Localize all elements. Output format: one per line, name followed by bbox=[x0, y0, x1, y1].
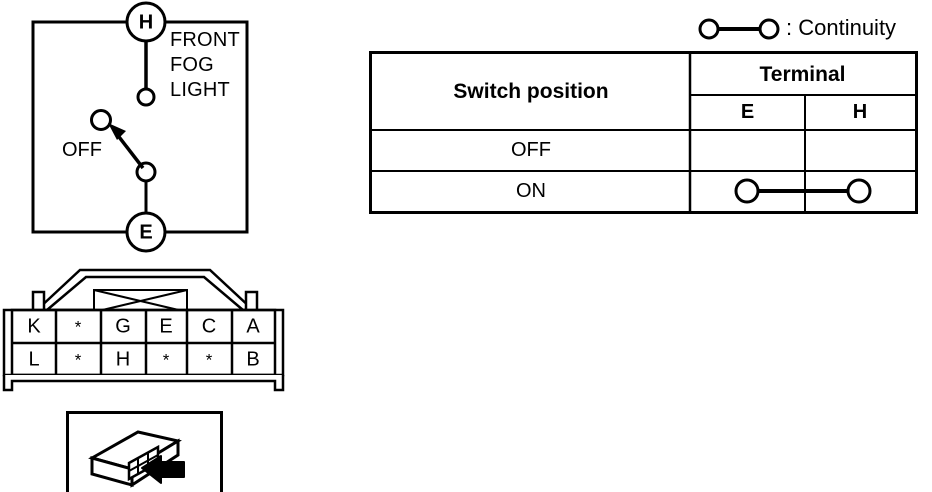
pin-label: L bbox=[28, 348, 39, 370]
pin-label: * bbox=[163, 350, 170, 369]
pin-label: * bbox=[75, 317, 82, 336]
continuity-symbol bbox=[698, 18, 780, 40]
device-label-line-2: FOG bbox=[170, 54, 214, 76]
switch-lever-arrow bbox=[108, 123, 145, 170]
h-contact-point bbox=[136, 87, 156, 107]
pin-label: C bbox=[202, 315, 216, 337]
pin-label: * bbox=[206, 350, 213, 369]
continuity-table: Switch position Terminal E H OFF ON bbox=[369, 51, 918, 214]
table-row-label-off: OFF bbox=[511, 139, 551, 161]
pin-label: G bbox=[115, 315, 131, 337]
pin-label: B bbox=[246, 348, 259, 370]
connector-pin-layout: K * G E C A L * H * * B bbox=[0, 262, 300, 397]
off-position-label: OFF bbox=[62, 139, 102, 161]
terminal-e-label: E bbox=[139, 221, 152, 243]
switch-schematic: H E FRONT FOG LIGHT OFF bbox=[0, 0, 300, 255]
terminal-h-label: H bbox=[139, 11, 153, 33]
connector-base bbox=[2, 375, 285, 392]
connector-latch-tab bbox=[93, 289, 188, 313]
continuity-indicator-on bbox=[734, 178, 872, 204]
table-row-label-on: ON bbox=[516, 179, 546, 202]
table-header-switch-position: Switch position bbox=[453, 80, 609, 103]
table-header-terminal-h: H bbox=[852, 101, 868, 123]
legend-label: : Continuity bbox=[786, 15, 897, 40]
device-label-line-1: FRONT bbox=[170, 29, 240, 51]
table-header-terminal-e: E bbox=[740, 101, 755, 123]
pin-label: A bbox=[246, 315, 260, 337]
pin-label: * bbox=[75, 350, 82, 369]
pin-label: H bbox=[116, 348, 130, 370]
device-label-line-3: LIGHT bbox=[170, 79, 230, 101]
terminal-e-node bbox=[125, 211, 167, 253]
insertion-arrow bbox=[141, 455, 185, 484]
connector-illustration bbox=[66, 411, 223, 492]
device-label: FRONT FOG LIGHT bbox=[170, 28, 240, 103]
table-header-terminal: Terminal bbox=[759, 62, 846, 86]
off-contact-point bbox=[90, 109, 112, 131]
legend: : Continuity bbox=[698, 13, 896, 43]
pin-label: K bbox=[27, 315, 41, 337]
pin-label: E bbox=[159, 315, 172, 337]
